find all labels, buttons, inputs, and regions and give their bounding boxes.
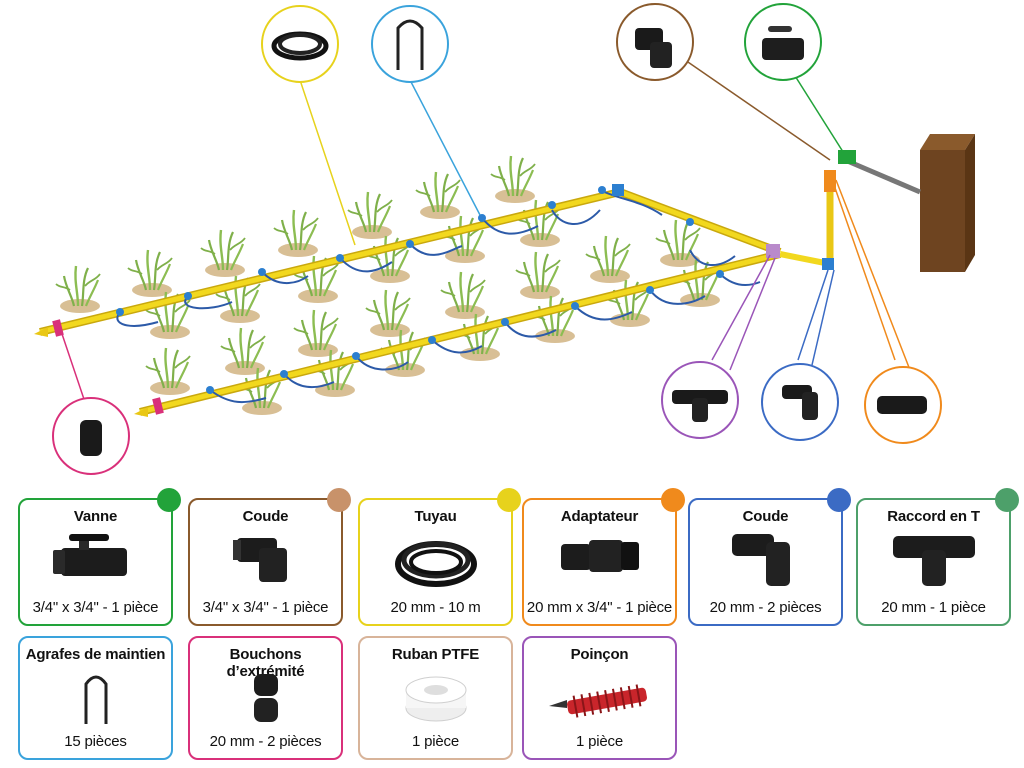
ptfe-tape-icon: [405, 676, 466, 722]
card-caption: 1 pièce: [576, 733, 623, 750]
card-bouchons: Bouchons d’extrémité 20 mm - 2 pièces: [188, 636, 343, 760]
adapter-icon: [560, 540, 639, 572]
card-title: Adaptateur: [560, 508, 639, 525]
callout-tuyau: [261, 5, 339, 83]
end-plug-icon: [253, 674, 278, 722]
callout-raccord-t: [661, 361, 739, 439]
valve-fitting: [838, 150, 856, 164]
adapter-fitting: [824, 170, 836, 192]
card-title: Coude: [242, 508, 289, 525]
card-title: Bouchons d’extrémité: [226, 646, 305, 680]
card-tuyau: Tuyau 20 mm - 10 m: [358, 488, 521, 626]
irrigation-layout-diagram: [34, 3, 975, 475]
callout-agrafe: [371, 5, 449, 83]
tee-connector-icon: [892, 536, 975, 586]
card-title: Agrafes de maintien: [25, 646, 166, 663]
color-dot: [497, 488, 521, 512]
callout-vanne: [744, 3, 822, 81]
card-caption: 3/4" x 3/4" - 1 pièce: [32, 599, 159, 616]
card-caption: 3/4" x 3/4" - 1 pièce: [202, 599, 329, 616]
card-vanne: Vanne 3/4" x 3/4" - 1 pièce: [18, 488, 181, 626]
card-ruban: Ruban PTFE 1 pièce: [358, 636, 513, 760]
elbow-icon: [232, 538, 287, 582]
callout-bouchon: [52, 397, 130, 475]
card-coude-compression: Coude 20 mm - 2 pièces: [688, 488, 851, 626]
color-dot: [661, 488, 685, 512]
color-dot: [827, 488, 851, 512]
staple-icon: [84, 675, 107, 724]
card-caption: 20 mm x 3/4" - 1 pièce: [526, 599, 673, 616]
card-title: Poinçon: [570, 646, 629, 663]
card-title: Tuyau: [414, 508, 457, 525]
card-caption: 20 mm - 1 pièce: [881, 599, 986, 616]
drip-lines: [116, 189, 761, 404]
card-caption: 1 pièce: [412, 733, 459, 750]
end-plug-2: [152, 397, 164, 415]
wall: [920, 134, 975, 272]
hose-coil-icon: [394, 541, 477, 587]
callout-coude: [761, 363, 839, 441]
card-title: Raccord en T: [887, 508, 980, 525]
card-agrafes: Agrafes de maintien 15 pièces: [18, 636, 173, 760]
card-adaptateur: Adaptateur 20 mm x 3/4" - 1 pièce: [522, 488, 685, 626]
color-dot: [995, 488, 1019, 512]
card-title: Vanne: [73, 508, 118, 525]
drip-connectors: [116, 186, 724, 394]
card-caption: 20 mm - 2 pièces: [709, 599, 822, 616]
elbow-fitting-top: [612, 184, 624, 196]
color-dot: [327, 488, 351, 512]
callout-adaptateur: [864, 366, 942, 444]
leader-lines: [59, 59, 911, 421]
punch-tool-icon: [548, 684, 647, 718]
card-caption: 15 pièces: [64, 733, 127, 750]
callout-coude-laiton: [616, 3, 694, 81]
card-title: Coude: [742, 508, 789, 525]
card-coude-laiton: Coude 3/4" x 3/4" - 1 pièce: [188, 488, 351, 626]
card-caption: 20 mm - 2 pièces: [209, 733, 322, 750]
color-dot: [157, 488, 181, 512]
card-poincon: Poinçon 1 pièce: [522, 636, 677, 760]
elbow-fitting: [822, 258, 834, 270]
card-title: Ruban PTFE: [391, 646, 480, 663]
valve-icon: [52, 534, 127, 576]
tap-pipe: [844, 157, 921, 195]
card-raccord-t: Raccord en T 20 mm - 1 pièce: [856, 488, 1019, 626]
tee-fitting: [766, 244, 780, 258]
card-caption: 20 mm - 10 m: [390, 599, 481, 616]
elbow-compression-icon: [731, 534, 790, 586]
